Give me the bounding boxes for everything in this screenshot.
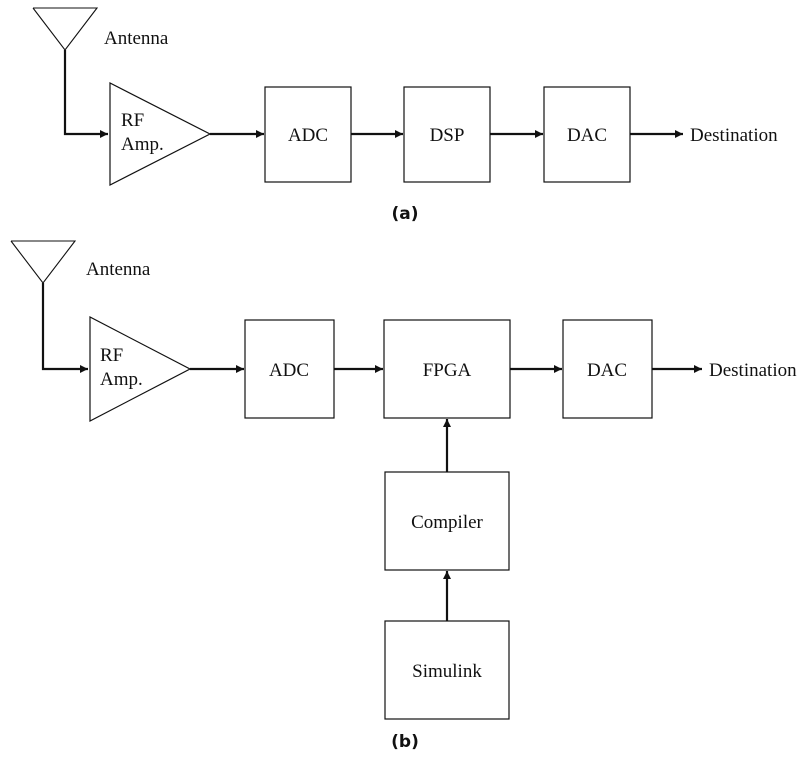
rf-amp-label-line2: Amp. <box>121 134 164 155</box>
simulink-label: Simulink <box>412 661 482 682</box>
adc-label: ADC <box>269 360 309 381</box>
rf-amp-label-line1: RF <box>100 345 123 366</box>
caption-a: (a) <box>391 204 418 224</box>
adc-block <box>264 86 352 183</box>
antenna-feed-line <box>41 283 88 373</box>
antenna-feed-line <box>63 50 108 138</box>
antenna-label: Antenna <box>86 259 151 280</box>
fpga-block <box>383 319 511 419</box>
dsp-label: DSP <box>430 125 465 146</box>
simulink-block <box>384 620 510 720</box>
destination-label: Destination <box>690 125 778 146</box>
dac-block <box>562 319 653 419</box>
adc-block <box>244 319 335 419</box>
compiler-label: Compiler <box>411 512 483 533</box>
adc-label: ADC <box>288 125 328 146</box>
antenna-label: Antenna <box>104 28 169 49</box>
destination-label: Destination <box>709 360 797 381</box>
caption-b: (b) <box>391 732 419 752</box>
rf-amplifier <box>109 82 212 186</box>
dac-block <box>543 86 631 183</box>
rf-amp-label-line1: RF <box>121 110 144 131</box>
dac-label: DAC <box>567 125 607 146</box>
rf-amplifier <box>89 316 192 422</box>
rf-amp-label-line2: Amp. <box>100 369 143 390</box>
compiler-block <box>384 471 510 571</box>
diagram-b: Antenna RF Amp. ADC FPGA DAC Destination… <box>10 240 797 752</box>
dac-label: DAC <box>587 360 627 381</box>
diagram-a: Antenna RF Amp. ADC DSP DAC Destination … <box>32 7 778 224</box>
fpga-label: FPGA <box>423 360 472 381</box>
